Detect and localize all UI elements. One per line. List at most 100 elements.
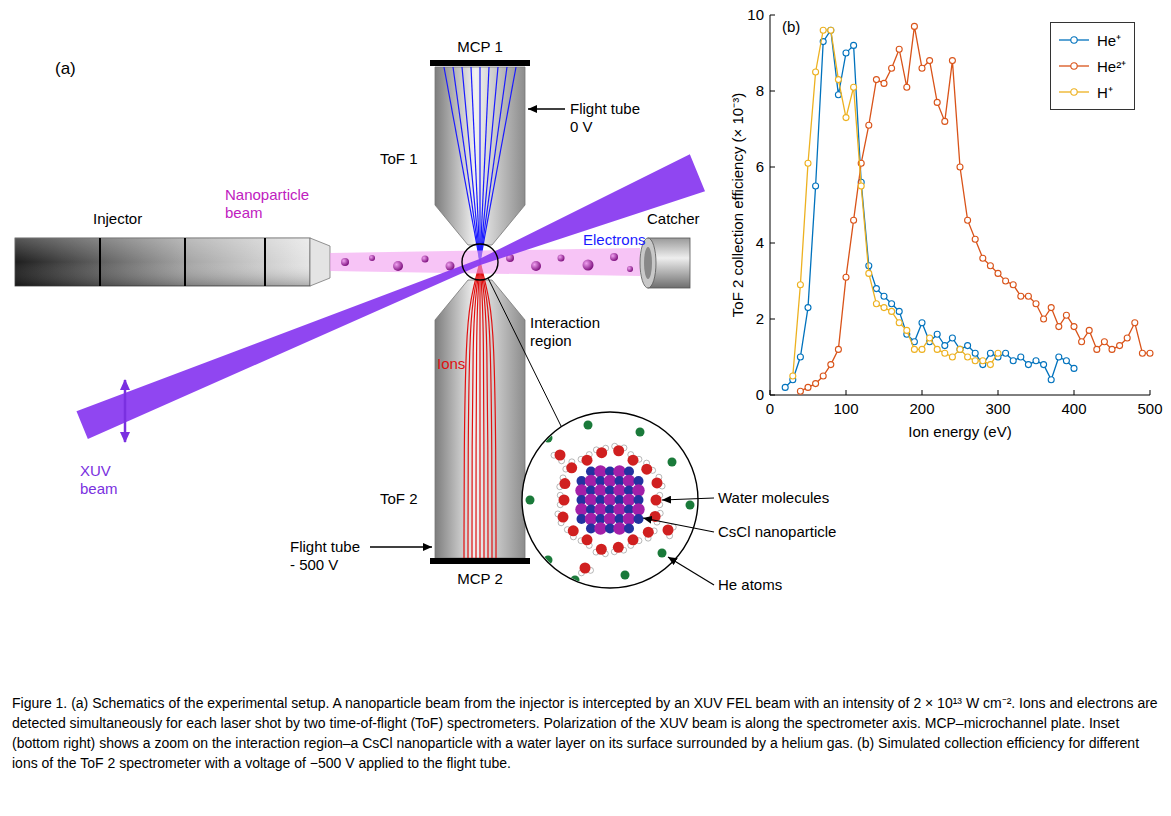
legend-sample-marker [1071,89,1077,95]
data-marker [1003,278,1009,284]
helium-atom [544,434,553,443]
data-marker [797,354,803,360]
x-tick [922,390,923,395]
y-axis-line [770,15,771,395]
device-label: Injector [93,210,142,228]
data-marker [965,217,971,223]
helium-atom [571,576,580,585]
oxygen-atom [628,455,639,466]
x-tick [846,390,847,395]
data-marker [1003,350,1009,356]
cesium-ion [613,522,625,534]
data-marker [1101,339,1107,345]
data-marker [835,77,841,83]
y-tick [770,319,775,320]
data-marker [881,80,887,86]
oxygen-atom [559,495,570,506]
oxygen-atom [596,544,607,555]
data-marker [942,343,948,349]
ion-trajectory [472,262,480,558]
data-marker [805,305,811,311]
helium-atom [621,571,630,580]
data-marker [972,236,978,242]
helium-atom [668,458,677,467]
data-marker [957,164,963,170]
oxygen-atom [555,450,566,461]
cesium-ion [594,522,606,534]
oxygen-atom [663,525,674,536]
leader-arrow [370,546,432,547]
data-marker [995,350,1001,356]
device-label: Catcher [647,210,700,228]
tick-label: 300 [973,400,1023,418]
device-label: ToF 2 [380,490,418,508]
data-marker [934,99,940,105]
data-marker [835,346,841,352]
data-marker [942,350,948,356]
nanoparticle-dot [531,261,541,271]
polarization-arrow [124,380,127,442]
data-marker [911,346,917,352]
ion-trajectory [468,262,480,558]
legend-text: He⁺ [1097,30,1121,50]
oxygen-atom [628,534,639,545]
data-marker [919,320,925,326]
data-marker [1124,335,1130,341]
injector-segment-line [184,238,186,286]
catcher-inner [644,247,652,279]
data-marker [1018,354,1024,360]
x-tick [770,390,771,395]
data-marker [858,183,864,189]
data-marker [866,270,872,276]
data-marker [927,58,933,64]
data-marker [805,160,811,166]
tick-label: 0 [745,400,795,418]
axis-title: ToF 2 collection efficiency (× 10⁻³) [729,93,747,317]
data-marker [919,346,925,352]
inset-content [526,421,695,585]
helium-atom [686,501,695,510]
data-marker [782,384,788,390]
data-marker [1063,358,1069,364]
x-tick [998,390,999,395]
leader-arrow [643,518,714,532]
legend-sample [1057,59,1091,73]
data-marker [1139,350,1145,356]
data-marker [828,362,834,368]
legend-text: He²⁺ [1097,56,1126,76]
spectrometer-tube: ToF 1 [376,60,530,248]
x-axis-line [770,395,1150,396]
cesium-ion [623,513,635,525]
x-tick [1150,390,1151,395]
injector-body [15,238,310,286]
data-marker [1071,324,1077,330]
cesium-ion [594,465,606,477]
oxygen-atom [566,462,577,473]
electron-trajectory [462,67,480,262]
beam-label: Nanoparticle beam [225,186,325,222]
data-marker [881,305,887,311]
leader-arrow [528,108,565,109]
data-marker [889,301,895,307]
mcp1-plate [430,60,530,66]
helium-atom [636,428,645,437]
data-marker [987,263,993,269]
ion-trajectory [464,262,480,558]
tick-label: 10 [726,6,764,24]
oxygen-atom [641,464,652,475]
chart-legend: He⁺He²⁺H⁺ [1050,22,1135,110]
data-marker [1033,358,1039,364]
data-marker [949,58,955,64]
xuv-beam [76,154,705,439]
chloride-ion [634,514,644,524]
inset-label: CsCl nanoparticle [718,523,836,541]
data-marker [797,388,803,394]
oxygen-atom [643,527,654,538]
data-marker [980,358,986,364]
data-marker [813,69,819,75]
ion-trajectory [479,262,480,558]
data-marker [1117,343,1123,349]
panel-letter: (a) [55,60,76,78]
cesium-ion [604,475,616,487]
leader-arrow [668,557,714,585]
